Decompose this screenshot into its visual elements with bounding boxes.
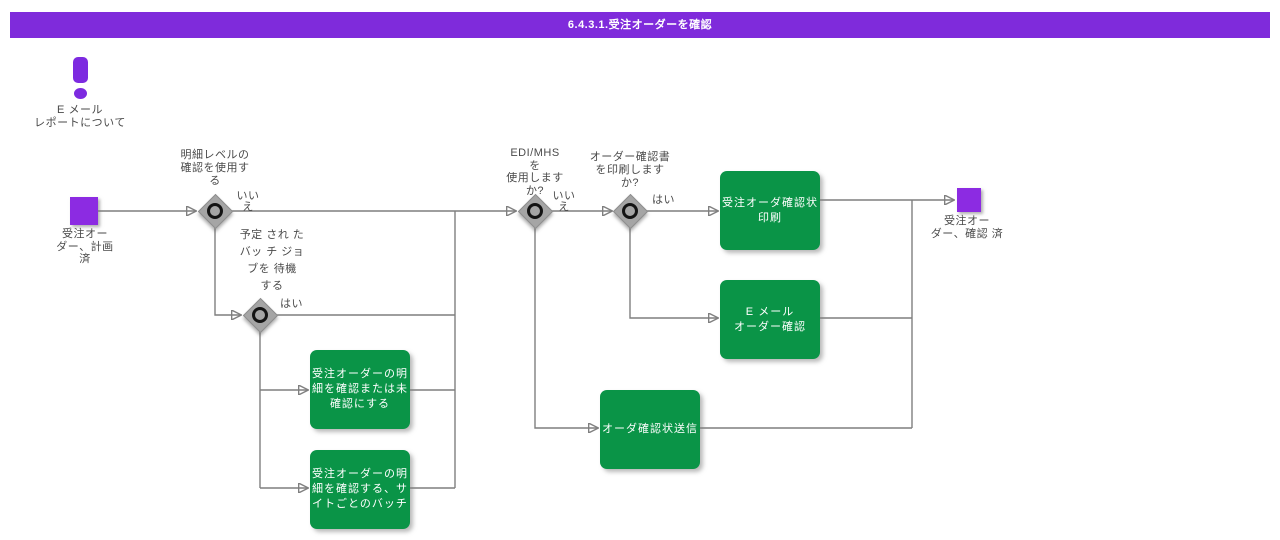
decision-use-line-level-confirmation [197,193,234,230]
note-wait-scheduled-batch-job: 予定 され た バッ チ ジョ ブを 待機 する [239,229,305,292]
end-node-label: 受注オー ダー、確認 済 [930,215,1004,240]
task-confirm-or-unconfirm-order-lines[interactable]: 受注オーダーの明 細を確認または未 確認にする [310,350,410,429]
decision-print-order-confirmation [612,193,649,230]
exclamation-dot [74,88,87,99]
page-title: 6.4.3.1.受注オーダーを確認 [10,12,1270,38]
start-node [70,197,98,225]
task-print-order-confirmation[interactable]: 受注オーダ確認状 印刷 [720,171,820,250]
edge-decision1-down-to-decision2 [214,228,240,315]
end-node [957,188,981,212]
decision1-question: 明細レベルの 確認を使用す る [180,149,250,187]
task-email-order-confirmation[interactable]: E メール オーダー確認 [720,280,820,359]
exclamation-bar [73,57,88,83]
gateway-circle-icon [622,203,638,219]
task-send-order-confirmation[interactable]: オーダ確認状送信 [600,390,700,469]
decision-batch-branch [242,297,279,334]
edge-label-decision4-yes: はい [652,194,675,206]
edge-decision3-down-to-task-send [534,228,597,428]
exclamation-icon[interactable] [70,57,91,103]
decision4-question: オーダー確認書 を印刷します か? [589,151,671,189]
decision-use-edi-mhs [517,193,554,230]
gateway-circle-icon [207,203,223,219]
task-confirm-order-lines-site-batch[interactable]: 受注オーダーの明 細を確認する、サ イトごとのバッチ [310,450,410,529]
gateway-circle-icon [252,307,268,323]
edge-label-decision2-yes: はい [280,298,303,310]
edge-label-decision1-no: いい え [236,190,260,213]
edge-decision4-down-to-task-email [629,228,717,318]
annotation-label: E メール レポートについて [34,104,126,129]
gateway-circle-icon [527,203,543,219]
decision3-question: EDI/MHS を 使用します か? [506,147,564,197]
start-node-label: 受注オー ダー、計画 済 [56,228,114,265]
edge-label-decision3-no: いい え [552,190,576,213]
